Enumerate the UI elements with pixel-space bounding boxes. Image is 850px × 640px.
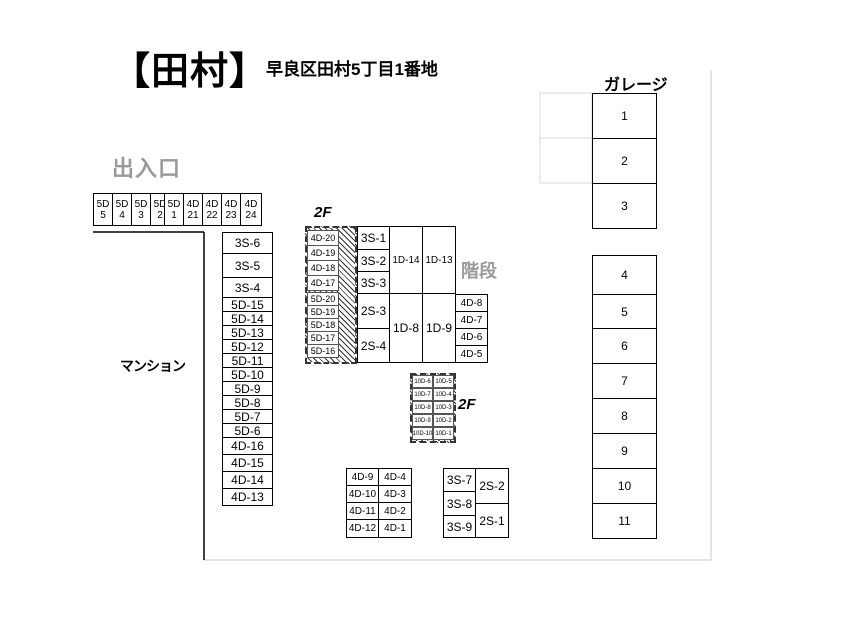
parking-space[interactable]: 4D 24 xyxy=(240,193,262,226)
parking-space[interactable]: 5D-15 xyxy=(222,297,273,312)
parking-space[interactable]: 4D-18 xyxy=(307,260,339,276)
garage-space[interactable]: 3 xyxy=(592,183,657,229)
garage-space[interactable]: 1 xyxy=(592,93,657,139)
parking-space[interactable]: 5D 1 xyxy=(164,193,184,226)
parking-space[interactable]: 4D-5 xyxy=(455,345,488,363)
parking-space[interactable]: 4D-20 xyxy=(307,230,339,246)
garage-space[interactable]: 9 xyxy=(592,433,657,469)
parking-space[interactable]: 2S-1 xyxy=(475,503,509,538)
parking-space[interactable]: 4D-6 xyxy=(455,328,488,346)
parking-space[interactable]: 1D-9 xyxy=(422,293,456,363)
parking-space[interactable]: 10D-9 xyxy=(412,414,433,427)
parking-space[interactable]: 3S-8 xyxy=(443,491,476,516)
parking-space[interactable]: 4D-10 xyxy=(346,485,379,503)
parking-space[interactable]: 4D 23 xyxy=(221,193,241,226)
parking-space[interactable]: 2S-3 xyxy=(357,293,390,329)
parking-space[interactable]: 5D-13 xyxy=(222,325,273,340)
parking-space[interactable]: 4D-3 xyxy=(378,485,412,503)
parking-space[interactable]: 1D-8 xyxy=(389,293,423,363)
parking-space[interactable]: 2S-2 xyxy=(475,468,509,504)
parking-space[interactable]: 10D-7 xyxy=(412,388,433,401)
parking-space[interactable]: 5D 4 xyxy=(112,193,132,226)
parking-space[interactable]: 1D-13 xyxy=(422,226,456,294)
parking-space[interactable]: 1D-14 xyxy=(389,226,423,294)
garage-space[interactable]: 7 xyxy=(592,363,657,399)
parking-space[interactable]: 4D-9 xyxy=(346,468,379,486)
parking-space[interactable]: 2S-4 xyxy=(357,328,390,363)
second-floor-label-center: 2F xyxy=(458,396,476,413)
second-floor-label-left: 2F xyxy=(314,204,332,221)
parking-space[interactable]: 4D-4 xyxy=(378,468,412,486)
parking-space[interactable]: 3S-6 xyxy=(222,232,273,254)
parking-space[interactable]: 4D-19 xyxy=(307,245,339,261)
parking-space[interactable]: 3S-4 xyxy=(222,277,273,298)
parking-space[interactable]: 4D 22 xyxy=(202,193,222,226)
parking-space[interactable]: 4D-2 xyxy=(378,502,412,520)
parking-space[interactable]: 4D-12 xyxy=(346,519,379,538)
parking-space[interactable]: 10D-8 xyxy=(412,401,433,414)
parking-space[interactable]: 3S-2 xyxy=(357,249,390,272)
parking-space[interactable]: 5D-16 xyxy=(307,344,339,358)
parking-space[interactable]: 10D-5 xyxy=(433,375,454,388)
garage-space[interactable]: 5 xyxy=(592,294,657,329)
parking-space[interactable]: 4D-1 xyxy=(378,519,412,538)
parking-space[interactable]: 10D-4 xyxy=(433,388,454,401)
parking-space[interactable]: 3S-7 xyxy=(443,468,476,492)
parking-space[interactable]: 5D-17 xyxy=(307,331,339,345)
parking-space[interactable]: 3S-3 xyxy=(357,271,390,294)
stairs-label: 階段 xyxy=(461,261,497,281)
parking-space[interactable]: 10D-2 xyxy=(433,414,454,427)
parking-space[interactable]: 4D 21 xyxy=(183,193,203,226)
parking-space[interactable]: 5D-10 xyxy=(222,367,273,382)
parking-space[interactable]: 3S-5 xyxy=(222,253,273,278)
garage-space[interactable]: 6 xyxy=(592,328,657,364)
parking-space[interactable]: 4D-16 xyxy=(222,437,273,455)
parking-space[interactable]: 5D-19 xyxy=(307,305,339,319)
parking-space[interactable]: 4D-14 xyxy=(222,471,273,489)
parking-space[interactable]: 5D-7 xyxy=(222,409,273,424)
parking-space[interactable]: 5D 3 xyxy=(131,193,151,226)
garage-space[interactable]: 10 xyxy=(592,468,657,504)
garage-space[interactable]: 2 xyxy=(592,138,657,184)
parking-space[interactable]: 5D-20 xyxy=(307,292,339,306)
parking-space[interactable]: 5D-6 xyxy=(222,423,273,438)
parking-space[interactable]: 5D-9 xyxy=(222,381,273,396)
parking-space[interactable]: 5D-18 xyxy=(307,318,339,332)
parking-space[interactable]: 5D-8 xyxy=(222,395,273,410)
garage-space[interactable]: 11 xyxy=(592,503,657,539)
parking-space[interactable]: 5D-14 xyxy=(222,311,273,326)
address: 早良区田村5丁目1番地 xyxy=(266,60,438,79)
parking-space[interactable]: 5D-12 xyxy=(222,339,273,354)
parking-space[interactable]: 3S-1 xyxy=(357,226,390,250)
parking-space[interactable]: 4D-17 xyxy=(307,275,339,291)
entrance-label: 出入口 xyxy=(112,156,182,181)
parking-space[interactable]: 4D-15 xyxy=(222,454,273,472)
parking-space[interactable]: 4D-7 xyxy=(455,311,488,329)
parking-space[interactable]: 5D-11 xyxy=(222,353,273,368)
garage-label: ガレージ xyxy=(604,77,668,94)
parking-space[interactable]: 4D-11 xyxy=(346,502,379,520)
parking-space[interactable]: 5D 5 xyxy=(93,193,113,226)
second-floor-area-center: 10D-6 10D-7 10D-8 10D-9 10D-10 10D-5 10D… xyxy=(410,373,456,443)
mansion-label: マンション xyxy=(120,358,186,374)
parking-space[interactable]: 4D-13 xyxy=(222,488,273,506)
garage-space[interactable]: 4 xyxy=(592,255,657,295)
parking-space[interactable]: 10D-3 xyxy=(433,401,454,414)
parking-space[interactable]: 3S-9 xyxy=(443,515,476,538)
parking-space[interactable]: 10D-6 xyxy=(412,375,433,388)
garage-space[interactable]: 8 xyxy=(592,398,657,434)
parking-space[interactable]: 10D-1 xyxy=(433,427,454,440)
parking-space[interactable]: 4D-8 xyxy=(455,294,488,312)
parking-space[interactable]: 10D-10 xyxy=(412,427,433,440)
second-floor-area-left: 4D-20 4D-19 4D-18 4D-17 5D-20 5D-19 5D-1… xyxy=(305,226,357,364)
page-title: 【田村】 xyxy=(112,51,269,93)
